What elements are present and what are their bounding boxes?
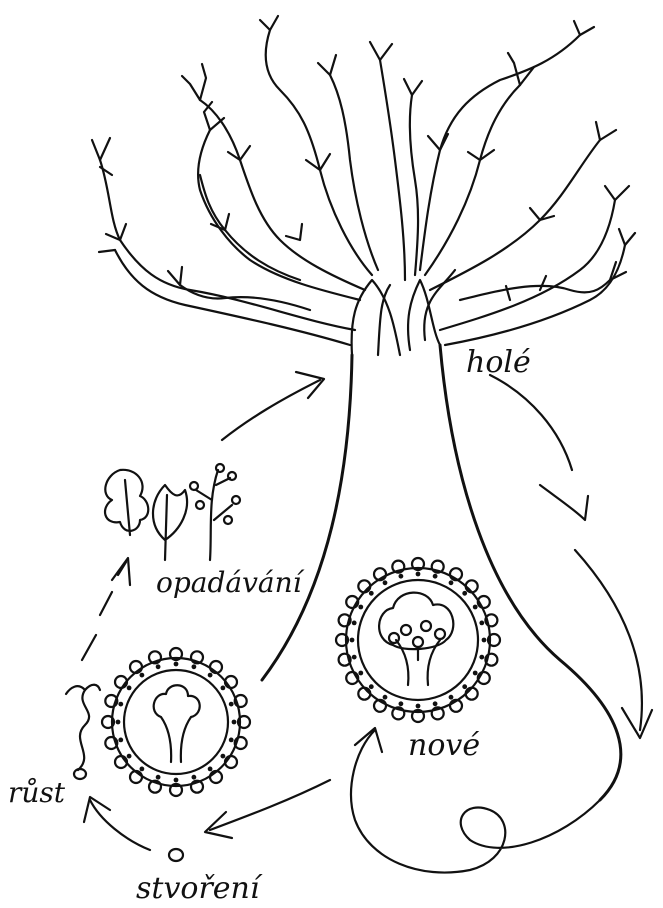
arrow-right-return [575, 550, 642, 730]
rim-dot [208, 673, 213, 678]
rim-dot [192, 664, 197, 669]
rim-dot [229, 702, 234, 707]
label-creation: stvoření [136, 871, 263, 906]
label-shedding: opadávání [156, 566, 305, 599]
arrow-to-shedding [82, 562, 126, 660]
rim-dot [399, 574, 404, 579]
rim-dot [118, 738, 123, 743]
seed-icon [169, 849, 183, 861]
rim-dot [127, 754, 132, 759]
bare-tree-icon [92, 16, 635, 800]
rim-dot [127, 686, 132, 691]
rim-dot [174, 662, 179, 667]
rim-dot [358, 671, 363, 676]
falling-leaves-group [105, 464, 240, 560]
fruit-tree-medallion-icon [336, 558, 500, 722]
rim-dot [473, 605, 478, 610]
rim-dot [449, 580, 454, 585]
rim-dot [433, 701, 438, 706]
rim-dot [369, 684, 374, 689]
rim-dot [156, 664, 161, 669]
rim-dot [479, 655, 484, 660]
rim-dot [140, 767, 145, 772]
rim-dot [416, 704, 421, 709]
rim-dot [221, 686, 226, 691]
label-bare: holé [466, 345, 531, 380]
rim-dot [156, 775, 161, 780]
rim-dot [462, 684, 467, 689]
rim-dot [482, 638, 487, 643]
rim-dot [116, 720, 121, 725]
rim-dot [229, 738, 234, 743]
rim-dot [232, 720, 237, 725]
rim-dot [140, 673, 145, 678]
rim-dot [352, 655, 357, 660]
rim-dot [383, 695, 388, 700]
rim-dot [221, 754, 226, 759]
rim-dot [369, 591, 374, 596]
rim-dot [358, 605, 363, 610]
rim-dot [433, 574, 438, 579]
rim-dot [118, 702, 123, 707]
rim-dot [473, 671, 478, 676]
small-tree-medallion-icon [102, 648, 250, 796]
arrow-to-tree [222, 380, 320, 440]
rim-dot [352, 621, 357, 626]
leaf-icon [105, 470, 148, 535]
arrow-bare-down [490, 375, 572, 470]
cycle-arrows [82, 372, 652, 873]
arrow-to-growth [90, 800, 150, 850]
leaf-icon [153, 485, 187, 560]
label-new: nové [408, 728, 480, 763]
arrow-to-creation [210, 780, 330, 830]
rim-dot [350, 638, 355, 643]
sprout-icon [66, 685, 100, 779]
rim-dot [462, 591, 467, 596]
rim-dot [416, 572, 421, 577]
berry-branch-icon [190, 464, 240, 560]
rim-dot [208, 767, 213, 772]
rim-dot [192, 775, 197, 780]
label-growth: růst [8, 776, 66, 809]
rim-dot [449, 695, 454, 700]
rim-dot [174, 778, 179, 783]
rim-dot [383, 580, 388, 585]
rim-dot [479, 621, 484, 626]
rim-dot [399, 701, 404, 706]
